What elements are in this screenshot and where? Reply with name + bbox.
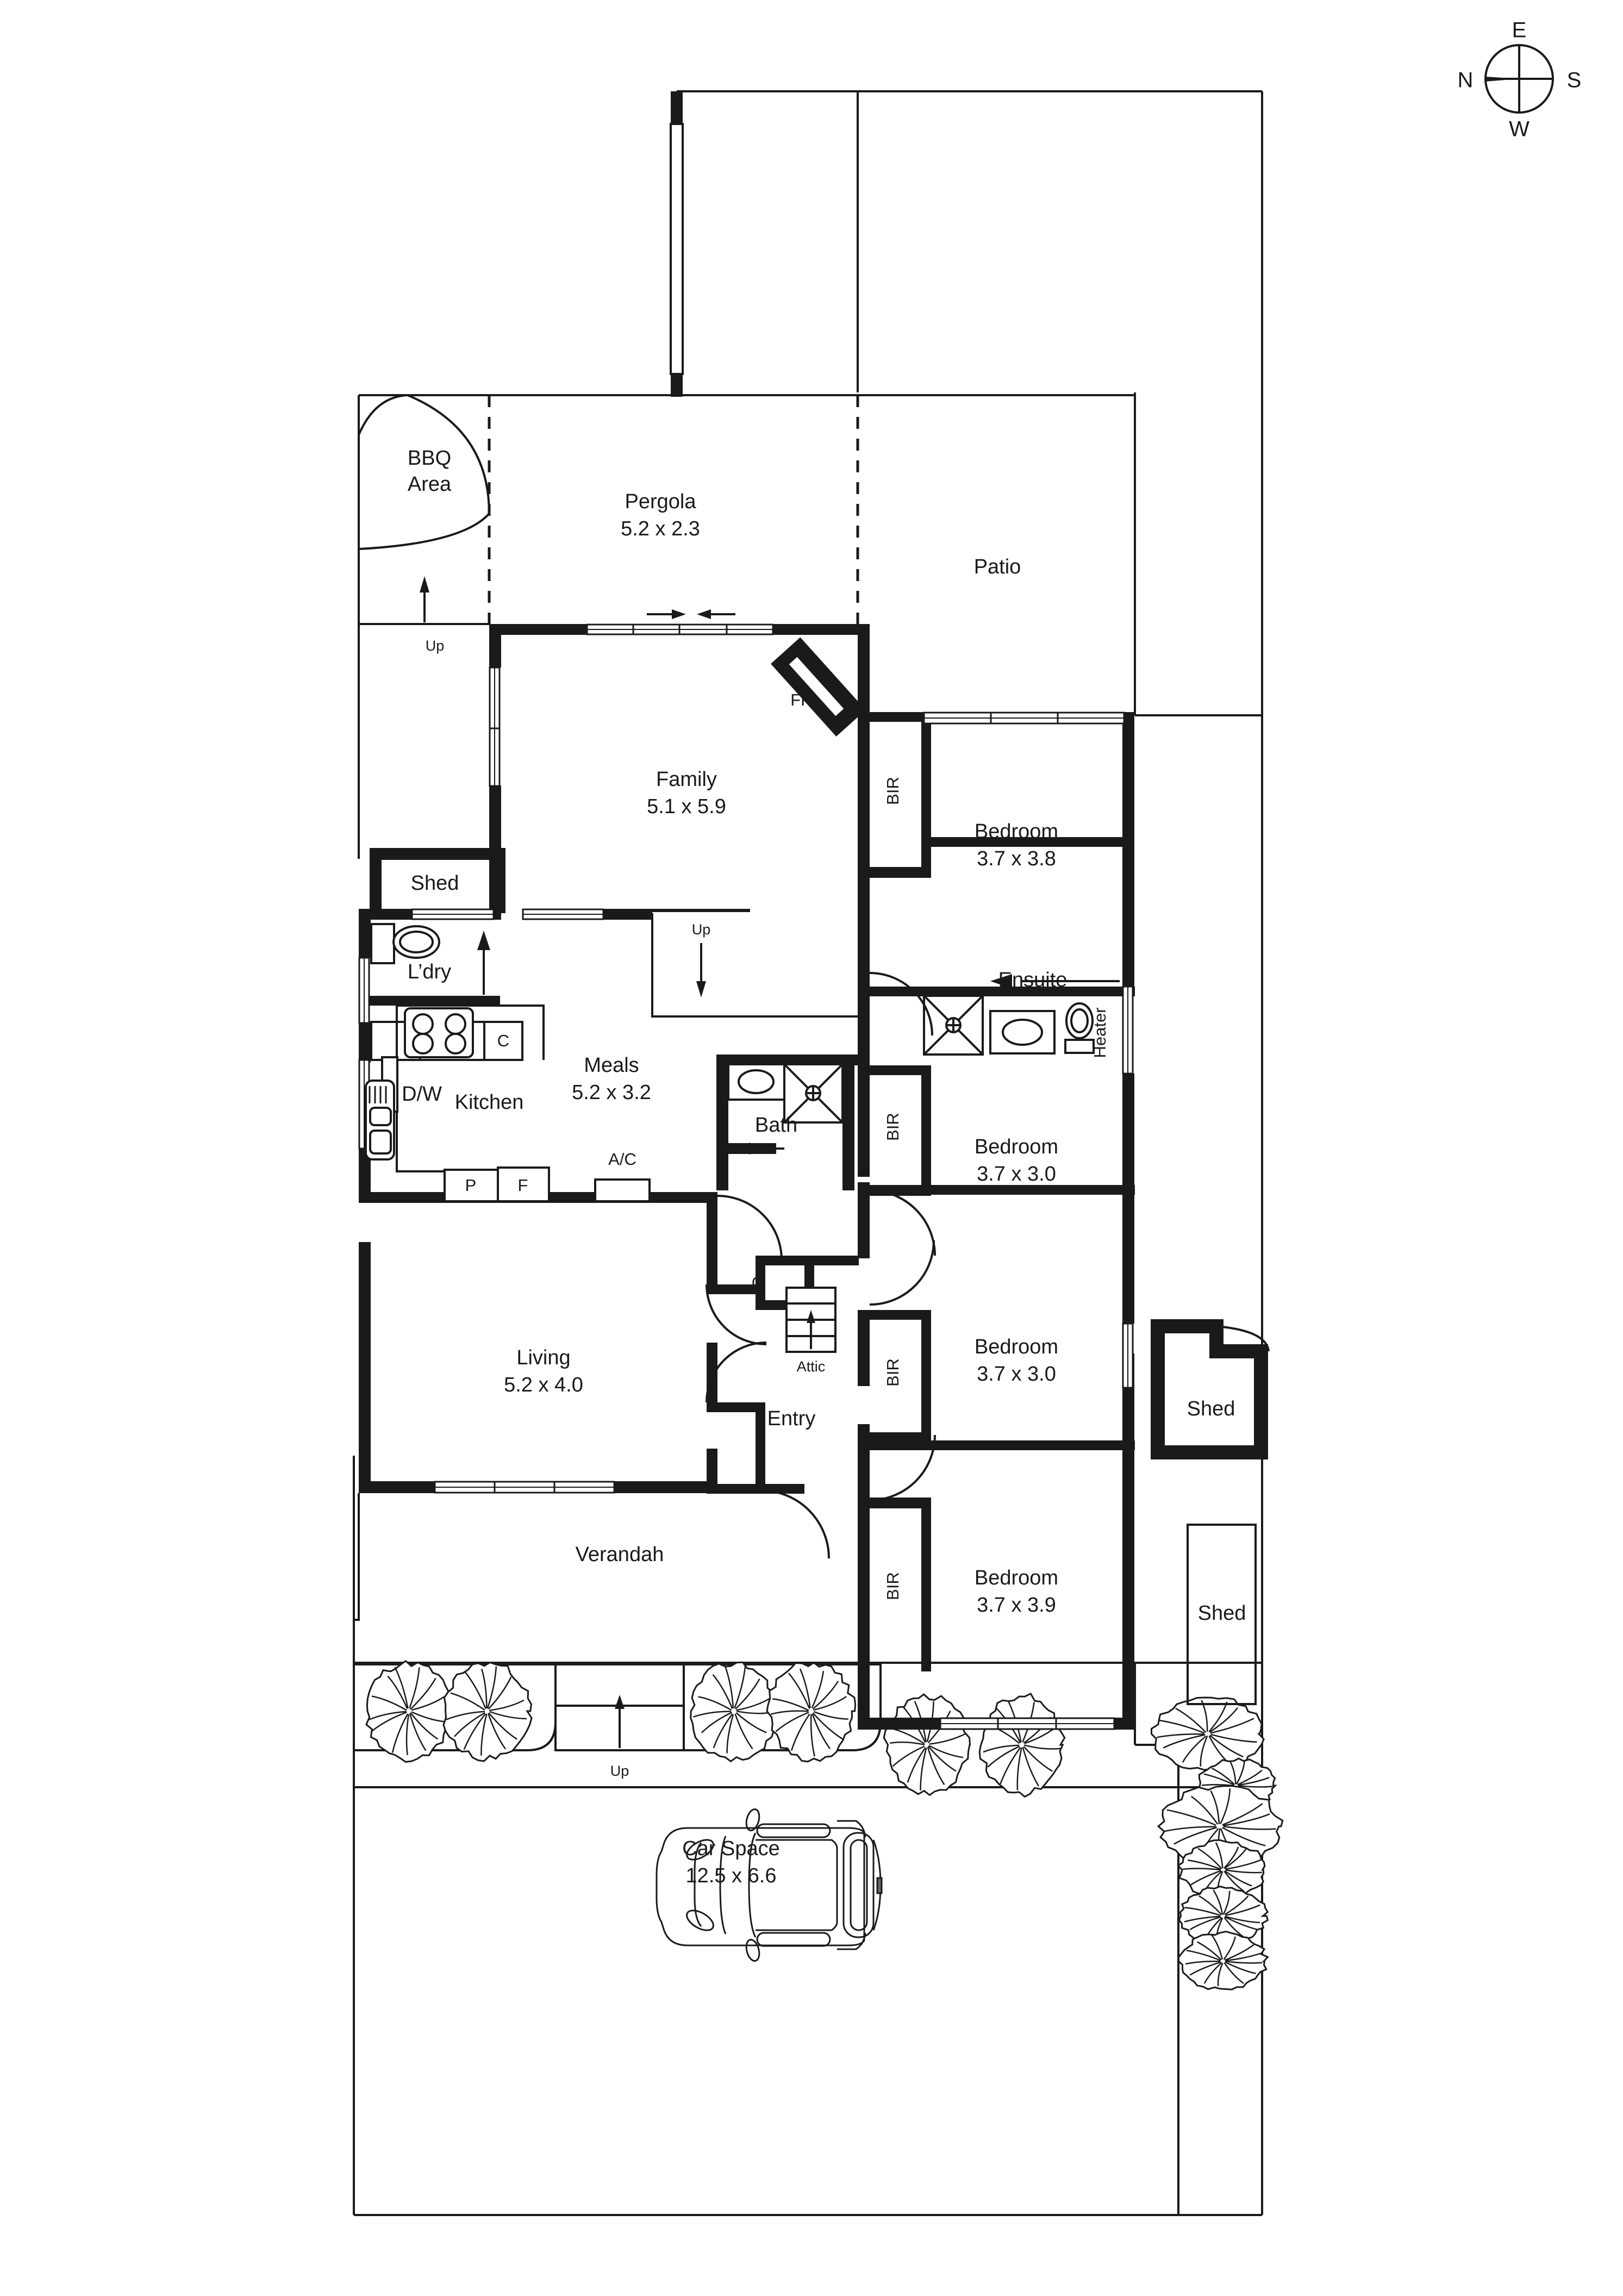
attic-label: Attic (797, 1358, 826, 1375)
bedroom4-dim: 3.7 x 3.9 (977, 1594, 1056, 1617)
compass-label-s: S (1567, 68, 1582, 92)
kitchen-label: Kitchen (455, 1091, 524, 1114)
stairs-up-family: Up (692, 921, 711, 997)
up-label-pergola: Up (426, 638, 445, 654)
living-dim: 5.2 x 4.0 (504, 1374, 583, 1396)
bedroom3-dim: 3.7 x 3.0 (977, 1363, 1056, 1386)
laundry-label: L’dry (408, 960, 451, 983)
bbq-label-line2: Area (408, 473, 452, 496)
tree-icon (1178, 1885, 1269, 1944)
bir-label-1: BIR (883, 777, 902, 805)
entry-closet-label: C (752, 1273, 764, 1292)
shed-right-upper (1151, 1319, 1270, 1459)
gate-element (670, 91, 684, 397)
attic-stairs (785, 1287, 837, 1353)
laundry-closet-label: C (497, 1031, 509, 1050)
bedroom1-label: Bedroom (975, 820, 1058, 843)
bath-label: Bath (755, 1114, 797, 1137)
aircon-label: A/C (608, 1150, 636, 1169)
shed-right-lower-label: Shed (1198, 1602, 1246, 1625)
bir-label-4: BIR (883, 1572, 902, 1600)
verandah-label: Verandah (576, 1543, 664, 1566)
living-label: Living (516, 1346, 570, 1369)
site-boundary (353, 90, 1263, 2216)
pergola-dim: 5.2 x 2.3 (621, 517, 700, 540)
tree-icon (690, 1661, 779, 1763)
shed-right-upper-label: Shed (1187, 1397, 1235, 1420)
shed-right-lower (1187, 1524, 1257, 1705)
compass-label-w: W (1509, 117, 1530, 141)
compass-label-n: N (1458, 68, 1474, 92)
kitchen-fixtures (365, 1004, 651, 1202)
tree-icon (442, 1661, 533, 1762)
fireplace (771, 637, 866, 737)
car-space-dim: 12.5 x 6.6 (686, 1864, 777, 1887)
door-swings (706, 972, 936, 1559)
tree-icon (766, 1662, 857, 1763)
shed-rear (370, 848, 505, 913)
bedroom1-dim: 3.7 x 3.8 (977, 847, 1056, 870)
bedroom3-label: Bedroom (975, 1336, 1058, 1358)
fridge-label: F (518, 1176, 528, 1195)
bbq-label-line1: BBQ (408, 447, 451, 470)
stairs-up-front: Up (610, 1695, 629, 1779)
ensuite-door-arrow (990, 974, 1120, 989)
stairs-up-pergola: Up (420, 576, 444, 654)
windows (358, 609, 1134, 1730)
bedroom4-label: Bedroom (975, 1567, 1058, 1589)
tree-icon (1177, 1930, 1269, 1991)
ensuite-fixtures (923, 995, 1095, 1056)
bedroom2-label: Bedroom (975, 1135, 1058, 1158)
up-label-front: Up (610, 1763, 629, 1779)
patio-label: Patio (974, 556, 1021, 578)
compass-label-e: E (1512, 18, 1527, 42)
bath-door-arrow (733, 1143, 784, 1155)
entry-label: Entry (767, 1407, 816, 1430)
bath-fixtures (727, 1063, 844, 1124)
family-label: Family (656, 768, 717, 791)
bir-label-3: BIR (883, 1358, 902, 1387)
fireplace-label: FP (790, 690, 812, 709)
shed-rear-label: Shed (411, 872, 459, 895)
family-meals-step (651, 913, 858, 1018)
compass-rose: E N S W (1458, 18, 1582, 141)
meals-label: Meals (584, 1054, 639, 1077)
heater-label: Heater (1090, 1007, 1109, 1058)
up-label-family: Up (692, 921, 711, 938)
bedroom2-dim: 3.7 x 3.0 (977, 1163, 1056, 1186)
pantry-label: P (465, 1176, 477, 1195)
verandah-outline (354, 1493, 360, 1621)
pergola-label: Pergola (625, 490, 697, 513)
tree-icon (365, 1659, 454, 1763)
dishwasher-label: D/W (402, 1083, 442, 1106)
meals-dim: 5.2 x 3.2 (572, 1081, 651, 1104)
car-icon (656, 1808, 883, 1962)
laundry-door-arrow (477, 931, 490, 995)
family-dim: 5.1 x 5.9 (647, 795, 726, 818)
bir-label-2: BIR (883, 1113, 902, 1141)
